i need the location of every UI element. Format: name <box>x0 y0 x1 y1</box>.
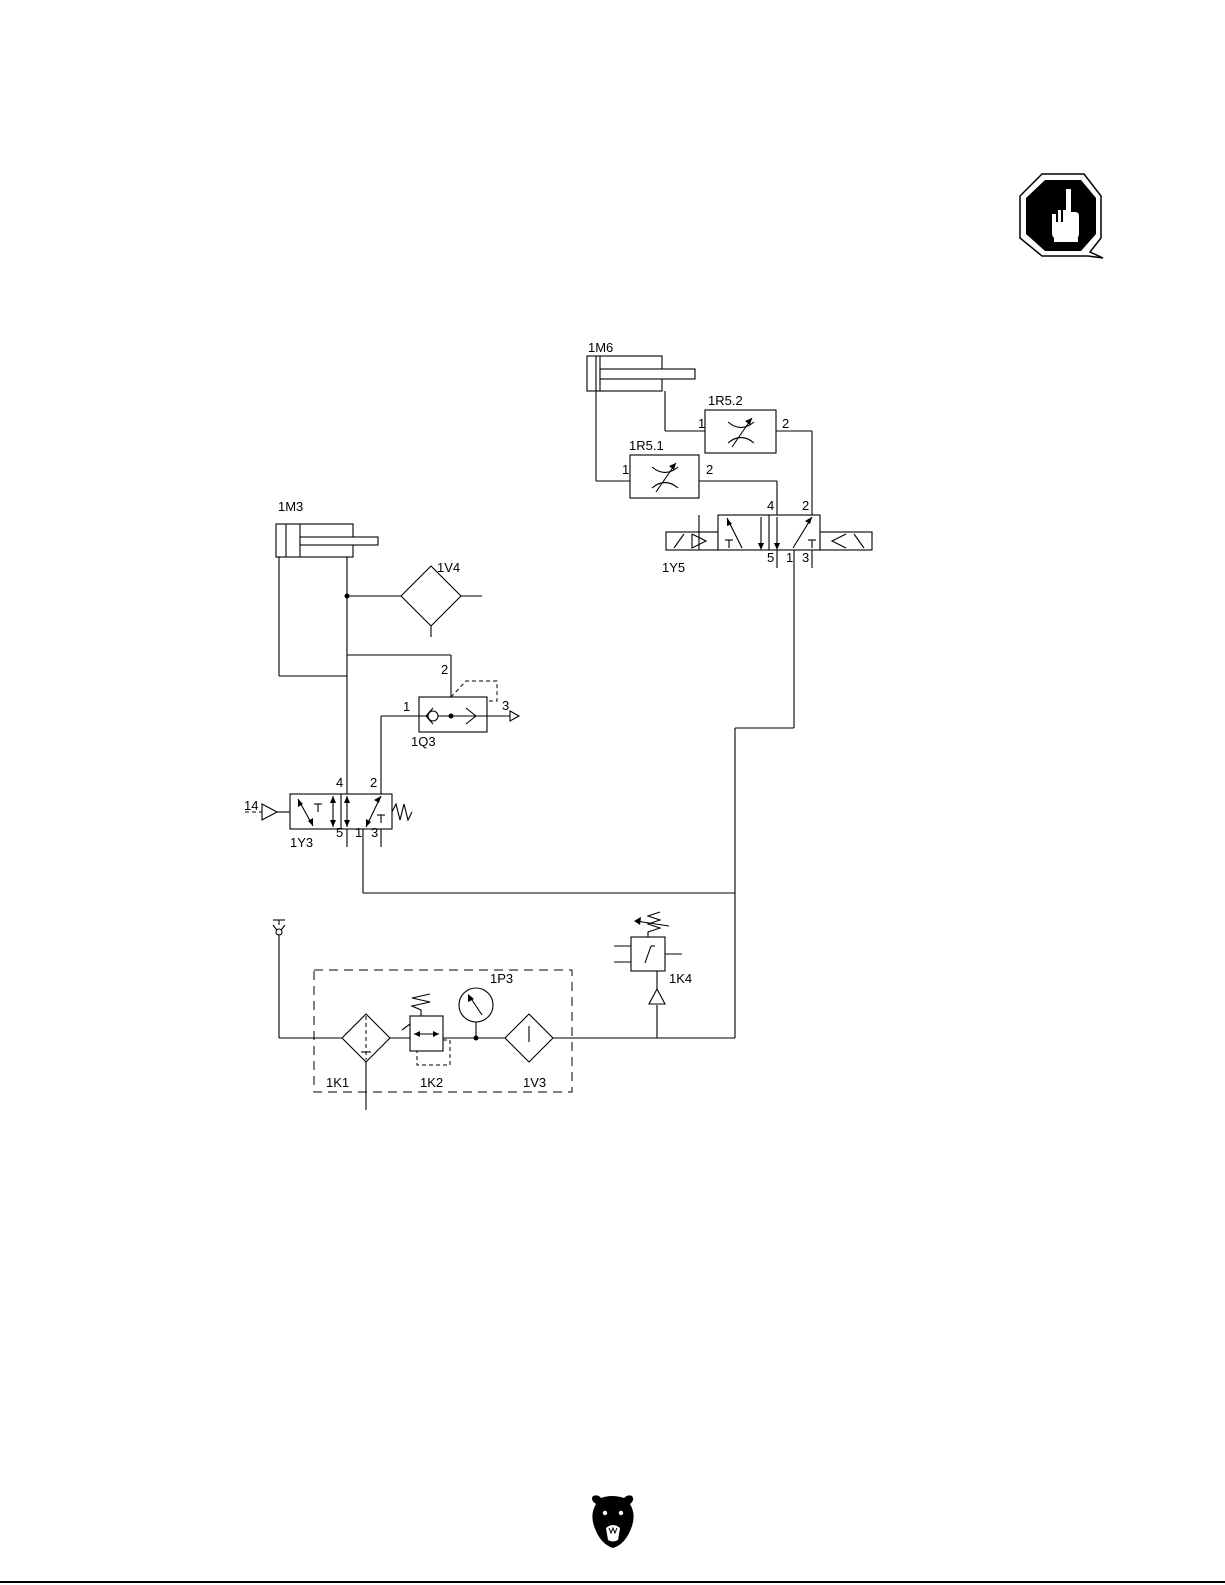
service-unit: 1P3 1K1 1K2 1V3 <box>314 970 572 1110</box>
svg-text:2: 2 <box>706 462 713 477</box>
cylinder-1m6: 1M6 <box>587 340 695 391</box>
pilot-valve-1y3: 1Y3 14 4 2 5 1 3 <box>244 775 412 893</box>
label-1r52: 1R5.2 <box>708 393 743 408</box>
svg-text:3: 3 <box>371 825 378 840</box>
bear-head-logo-icon <box>592 1495 634 1548</box>
svg-text:4: 4 <box>336 775 343 790</box>
supply-piping <box>279 728 794 1038</box>
cylinder-1m3: 1M3 <box>276 499 378 557</box>
svg-text:1: 1 <box>403 699 410 714</box>
svg-text:2: 2 <box>802 498 809 513</box>
svg-text:3: 3 <box>502 698 509 713</box>
label-1p3: 1P3 <box>490 971 513 986</box>
solenoid-valve-1y5: 1Y5 4 2 5 1 3 <box>662 498 872 728</box>
svg-text:1: 1 <box>698 416 705 431</box>
label-1y3: 1Y3 <box>290 835 313 850</box>
label-1v3: 1V3 <box>523 1075 546 1090</box>
label-1q3: 1Q3 <box>411 734 436 749</box>
svg-text:2: 2 <box>441 662 448 677</box>
svg-text:5: 5 <box>336 825 343 840</box>
label-1k2: 1K2 <box>420 1075 443 1090</box>
flow-control-1r51: 1R5.1 1 2 <box>622 438 713 498</box>
svg-text:2: 2 <box>370 775 377 790</box>
label-1m6: 1M6 <box>588 340 613 355</box>
label-1y5: 1Y5 <box>662 560 685 575</box>
label-1k4: 1K4 <box>669 971 692 986</box>
filter-1v4: 1V4 <box>401 560 482 637</box>
svg-text:4: 4 <box>767 498 774 513</box>
label-1k1: 1K1 <box>326 1075 349 1090</box>
piping-1m6 <box>596 391 812 515</box>
label-1v4: 1V4 <box>437 560 460 575</box>
quick-exhaust-1q3: 1Q3 2 1 3 <box>403 662 519 749</box>
check-valve-icon <box>273 920 285 935</box>
hand-stop-octagon-icon <box>1020 174 1103 258</box>
pressure-switch-1k4: 1K4 <box>614 912 692 1004</box>
svg-text:1: 1 <box>355 825 362 840</box>
svg-text:3: 3 <box>802 550 809 565</box>
svg-text:1: 1 <box>786 550 793 565</box>
label-1r51: 1R5.1 <box>629 438 664 453</box>
svg-text:2: 2 <box>782 416 789 431</box>
svg-text:14: 14 <box>244 798 258 813</box>
flow-control-1r52: 1R5.2 1 2 <box>698 393 789 453</box>
label-1m3: 1M3 <box>278 499 303 514</box>
svg-text:5: 5 <box>767 550 774 565</box>
svg-text:1: 1 <box>622 462 629 477</box>
